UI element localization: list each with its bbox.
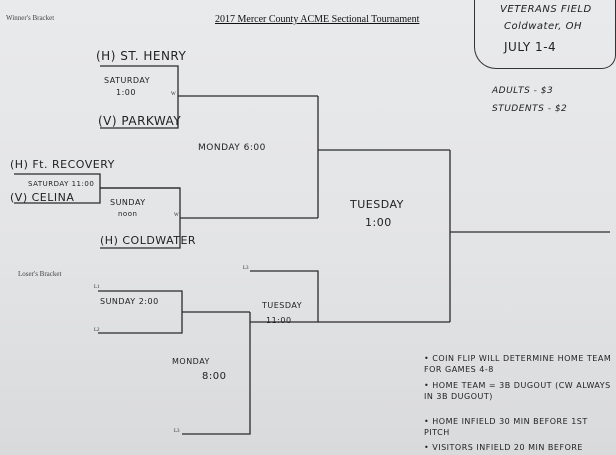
line-label-l1: L1 [94, 285, 100, 290]
w-game3-home-team: (H) COLDWATER [100, 234, 197, 247]
w-game1-time: 1:00 [116, 88, 136, 97]
l-game3-time: 11:00 [266, 316, 292, 325]
w-game4-schedule: MONDAY 6:00 [198, 143, 266, 153]
w-game1-day: SATURDAY [104, 76, 151, 85]
line-label-w2: W [174, 213, 179, 218]
w-game1-bracket [100, 65, 179, 129]
l-game3-bracket [250, 270, 319, 323]
page-title: 2017 Mercer County ACME Sectional Tourna… [215, 14, 420, 25]
note-home-team: • HOME TEAM = 3B DUGOUT (CW ALWAYS IN 3B… [424, 381, 611, 401]
city: Coldwater, OH [504, 21, 583, 32]
l-game2-time: 8:00 [202, 371, 227, 382]
l-game2-day: MONDAY [172, 357, 210, 366]
w-game1-visitor-team: (V) PARKWAY [98, 114, 182, 128]
note-home-infield: • HOME INFIELD 30 MIN BEFORE 1ST PITCH [424, 417, 588, 437]
line-label-l4: L3 [174, 429, 180, 434]
note-visitors-infield: • VISITORS INFIELD 20 MIN BEFORE [424, 443, 583, 452]
venue: VETERANS FIELD [500, 4, 592, 15]
w-game2-visitor-team: (V) CELINA [10, 191, 75, 204]
w-game2-time: SATURDAY 11:00 [28, 180, 95, 188]
l-game2-bracket [182, 312, 251, 435]
line-label-l2: L2 [94, 328, 100, 333]
winners-bracket-label: Winner's Bracket [6, 14, 55, 22]
line-label-l3: L3 [243, 266, 249, 271]
student-price: STUDENTS - $2 [492, 104, 568, 114]
final-day: TUESDAY [350, 198, 404, 211]
line-label-w1: W [171, 92, 176, 97]
w-game3-time: noon [118, 210, 138, 218]
w-game3-day: SUNDAY [110, 198, 146, 207]
l-game1-schedule: SUNDAY 2:00 [100, 297, 159, 306]
w-game2-home-team: (H) Ft. RECOVERY [10, 158, 115, 171]
w-game1-home-team: (H) ST. HENRY [96, 49, 187, 63]
final-time: 1:00 [365, 216, 392, 229]
l-game3-day: TUESDAY [262, 301, 303, 310]
adult-price: ADULTS - $3 [492, 86, 554, 96]
note-coin-flip: • COIN FLIP WILL DETERMINE HOME TEAM FOR… [424, 354, 612, 374]
dates: JULY 1-4 [504, 40, 557, 54]
losers-bracket-label: Loser's Bracket [18, 270, 62, 278]
